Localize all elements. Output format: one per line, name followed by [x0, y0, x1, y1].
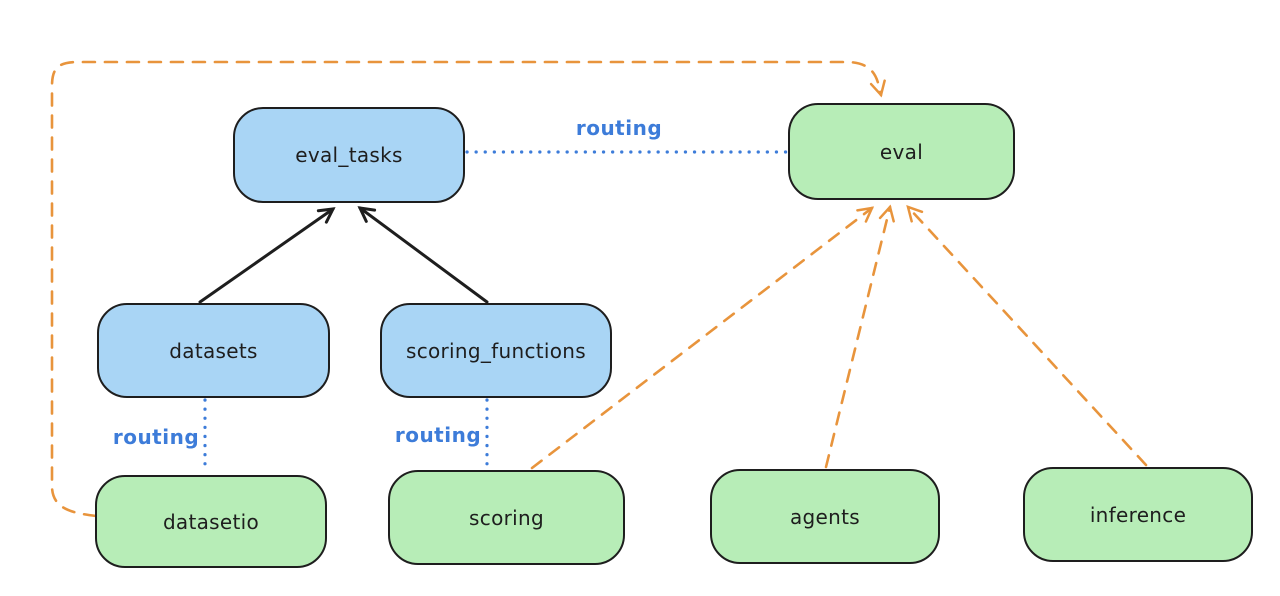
edge-label-routing-datasets-to-datasetio: routing [112, 425, 200, 449]
node-scoring: scoring [388, 470, 625, 565]
node-agents-label: agents [790, 504, 860, 529]
edge-datasets-to-eval-tasks-arrow [198, 207, 336, 304]
node-scoring-label: scoring [469, 505, 544, 530]
node-eval-tasks: eval_tasks [233, 107, 465, 203]
edge-scoring-functions-to-eval-tasks-arrow [357, 206, 489, 304]
node-datasets: datasets [97, 303, 330, 398]
node-eval-tasks-label: eval_tasks [295, 143, 403, 167]
edge-label-routing-scoring-functions-to-scoring: routing [394, 423, 482, 447]
node-scoring-functions-label: scoring_functions [405, 338, 587, 363]
node-eval: eval [788, 103, 1015, 200]
edge-label-routing-eval-tasks-to-eval: routing [575, 116, 663, 140]
edge-inference-to-eval-dashed [906, 205, 1148, 467]
node-datasets-label: datasets [169, 338, 258, 363]
node-scoring-functions: scoring_functions [380, 303, 612, 398]
node-agents: agents [710, 469, 940, 564]
node-eval-label: eval [879, 139, 924, 164]
node-inference-label: inference [1089, 502, 1187, 527]
node-datasetio-label: datasetio [162, 509, 260, 534]
node-datasetio: datasetio [95, 475, 327, 568]
edge-agents-to-eval-dashed [824, 204, 895, 469]
node-inference: inference [1023, 467, 1253, 562]
